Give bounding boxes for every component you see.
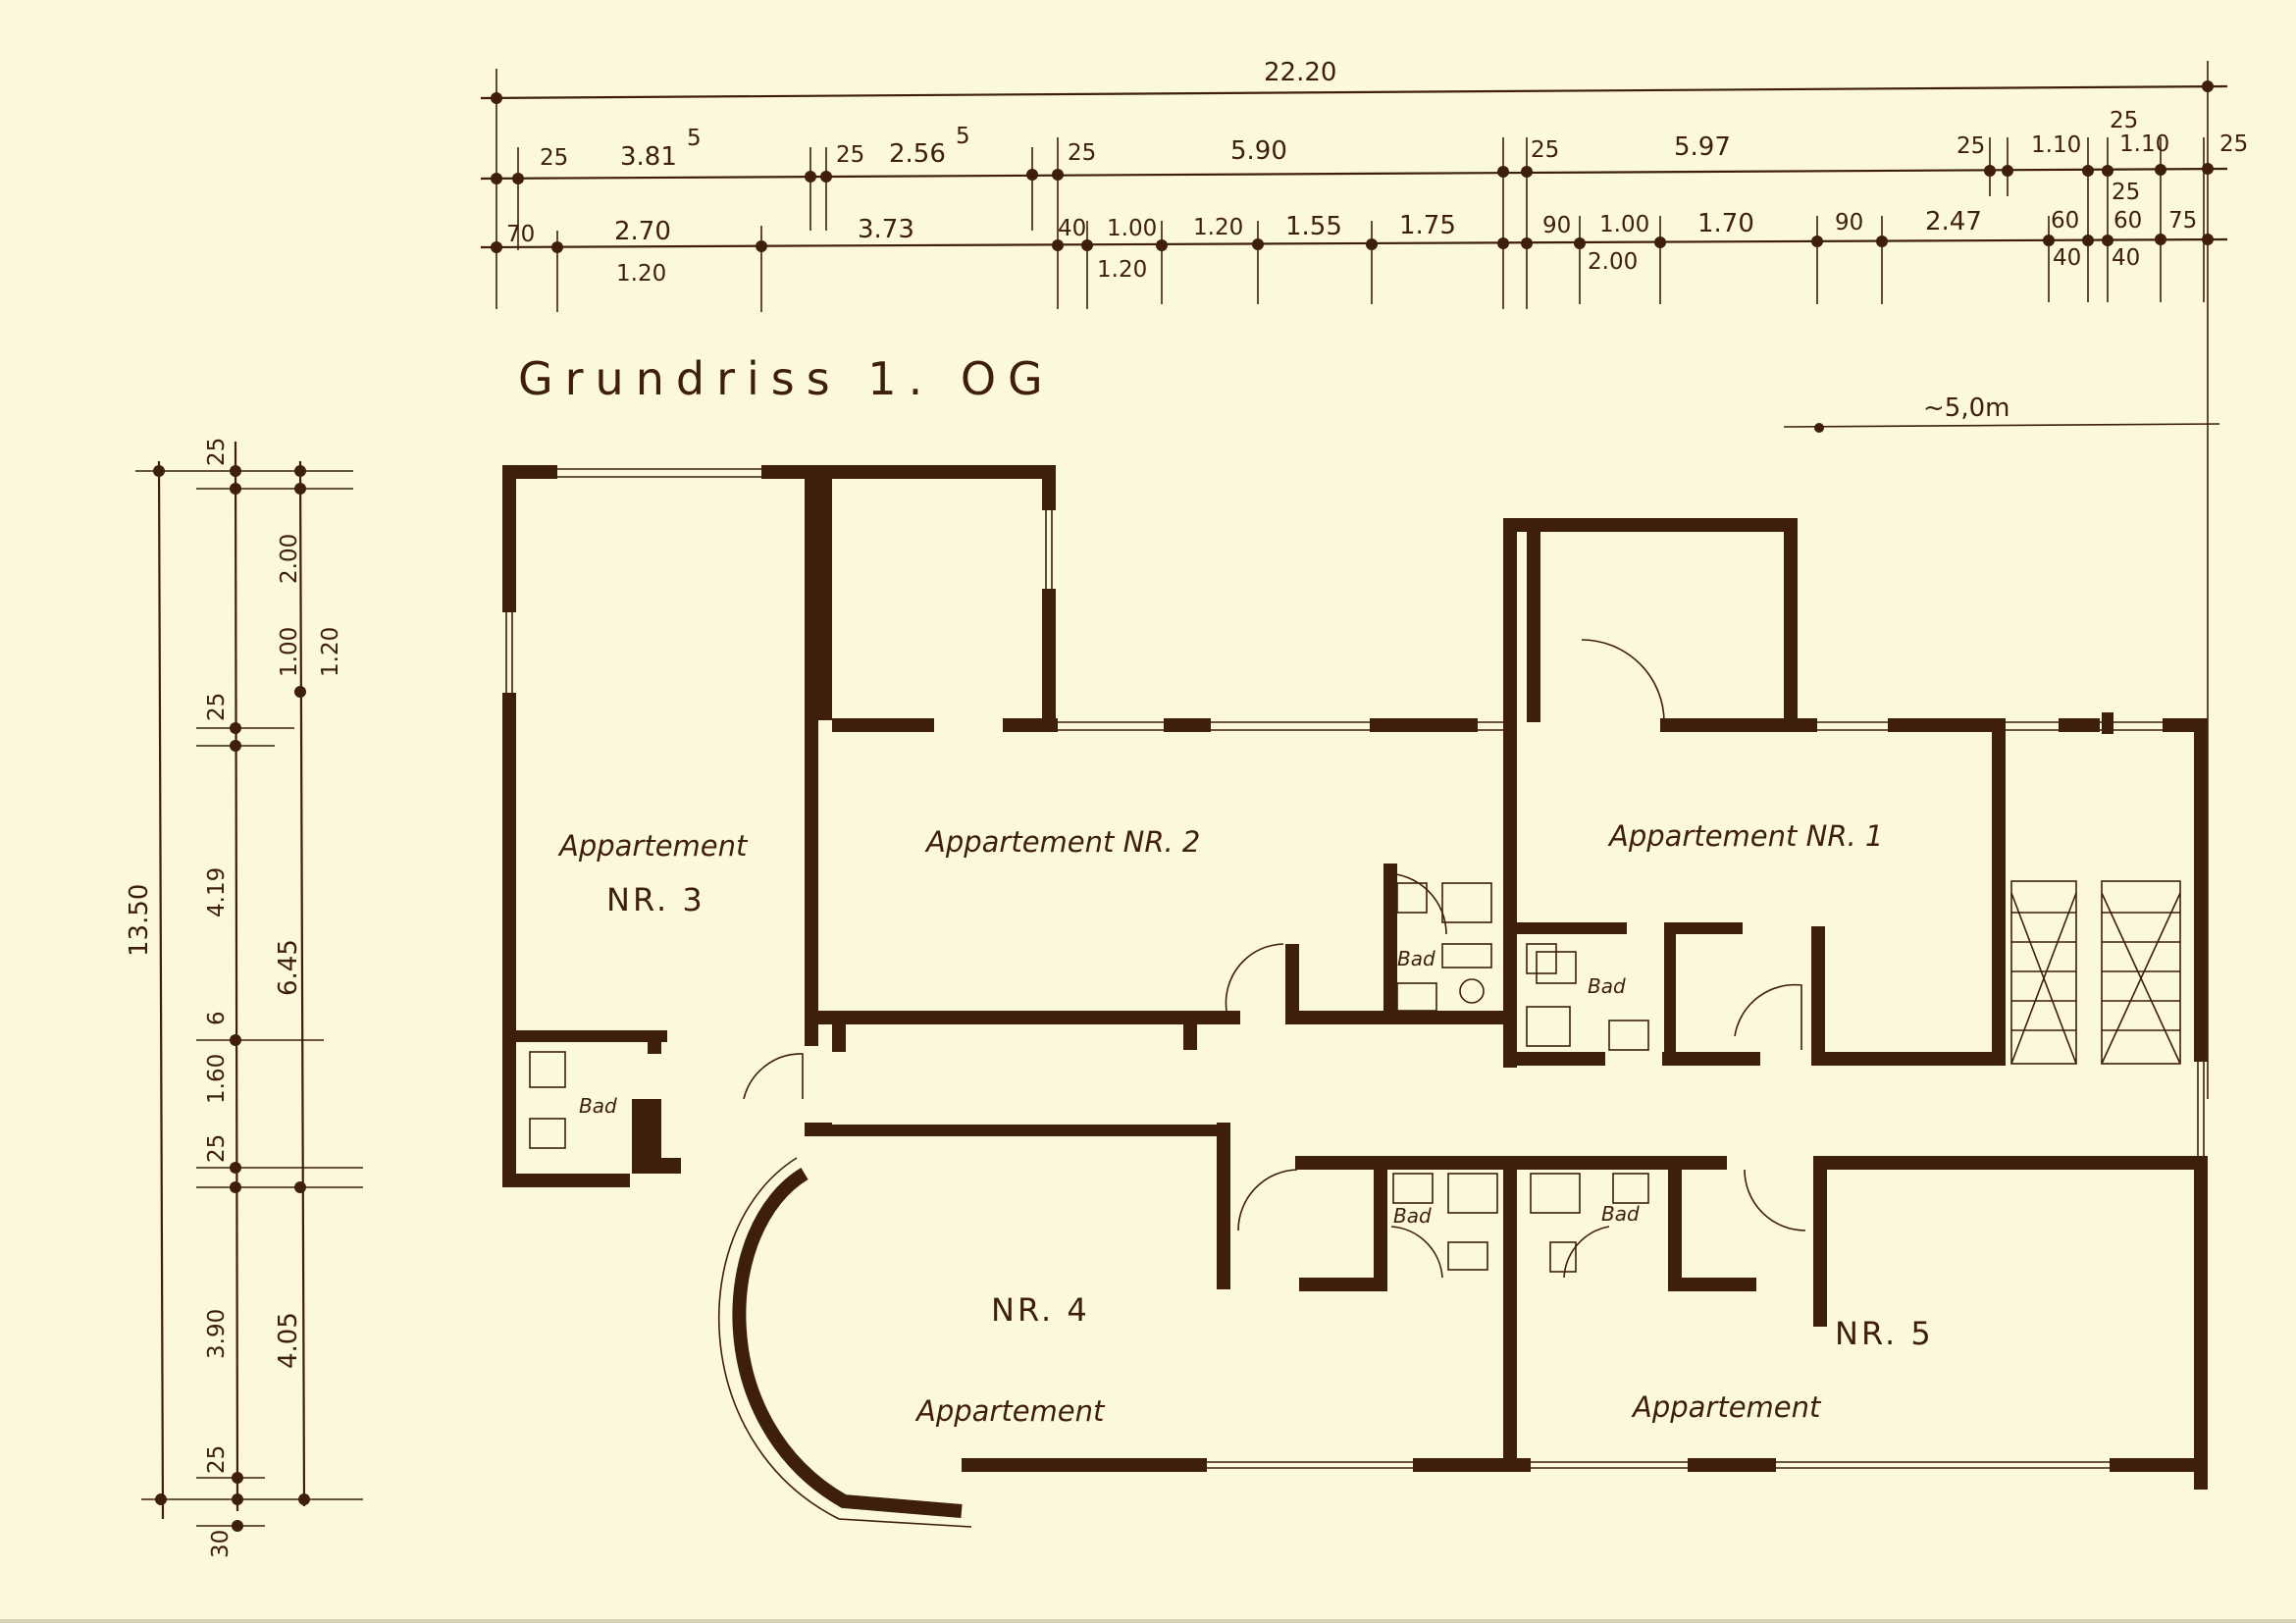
- dim-label: 1.20: [318, 627, 343, 677]
- dim-label: 1.10: [2031, 132, 2081, 158]
- dim-label: 4.05: [274, 1312, 303, 1369]
- bathroom-label: Bad: [1601, 1202, 1640, 1226]
- dim-label: 25: [204, 438, 230, 466]
- dim-label: 5: [956, 124, 970, 149]
- scale-note: ~5,0m: [1783, 393, 2220, 433]
- dim-label: 30: [208, 1530, 234, 1558]
- top-dimension-chain: 22.20 25 3.81 5 25 2.56 5 25 5.90 25 5.9…: [480, 58, 2248, 1099]
- dim-label: 25: [2110, 108, 2138, 133]
- dim-label: 25: [1957, 133, 1985, 159]
- dim-label: 3.81: [620, 142, 677, 172]
- dim-label: 1.20: [1097, 257, 1147, 283]
- left-dimension-chain: 13.50 25 25 4.19 6 1.60 25 3.90 25 30 2.…: [125, 438, 363, 1558]
- dim-total-width: 22.20: [1264, 58, 1336, 87]
- dim-label: 60: [2051, 208, 2079, 234]
- dim-label: 1.75: [1399, 211, 1456, 240]
- bathroom-label: Bad: [1393, 1204, 1432, 1228]
- walls: [502, 465, 2208, 1528]
- dim-label: 25: [204, 1445, 230, 1474]
- scale-note-label: ~5,0m: [1923, 393, 2009, 423]
- room-number-nr5: NR. 5: [1835, 1315, 1934, 1352]
- dim-label: 90: [1835, 210, 1863, 236]
- dim-label: 25: [204, 693, 230, 721]
- dim-label: 25: [204, 1134, 230, 1163]
- dim-label: 3.73: [858, 215, 914, 244]
- dim-label: 5.97: [1674, 132, 1731, 162]
- dim-label: 25: [836, 142, 864, 168]
- scan-edge: [0, 1619, 2296, 1623]
- bathroom-label: Bad: [579, 1094, 617, 1118]
- dim-label: 1.10: [2119, 131, 2169, 157]
- bathroom-label: Bad: [1588, 974, 1626, 998]
- dim-total-height: 13.50: [125, 884, 154, 957]
- dim-label: 40: [1058, 216, 1086, 241]
- dim-label: 6.45: [274, 939, 303, 996]
- dim-label: 1.60: [204, 1054, 230, 1104]
- dim-label: 1.55: [1285, 212, 1342, 241]
- dim-label: 5.90: [1230, 136, 1287, 166]
- dim-label: 25: [2219, 131, 2248, 157]
- dim-label: 2.47: [1925, 207, 1982, 236]
- dim-label: 40: [2112, 245, 2140, 271]
- dim-label: 25: [2112, 180, 2140, 205]
- dim-label: 2.70: [614, 217, 671, 246]
- dim-label: 25: [540, 145, 568, 171]
- dim-label: 40: [2053, 245, 2081, 271]
- dim-label: 2.56: [889, 139, 946, 169]
- dim-label: 90: [1542, 213, 1571, 238]
- room-number-nr3: NR. 3: [606, 881, 705, 918]
- dim-label: 5: [687, 126, 702, 151]
- dim-label: 1.00: [1107, 216, 1157, 241]
- dim-label: 1.00: [1599, 212, 1649, 237]
- dim-label: 4.19: [204, 867, 230, 917]
- dim-label: 75: [2168, 208, 2197, 234]
- dim-label: 1.70: [1697, 209, 1754, 238]
- dim-label: 3.90: [204, 1309, 230, 1359]
- bathroom-label: Bad: [1397, 947, 1435, 970]
- room-label-nr3: Appartement: [557, 829, 749, 863]
- dim-label: 25: [1068, 140, 1096, 166]
- dim-label: 1.20: [616, 261, 666, 287]
- room-label-nr4: Appartement: [914, 1394, 1106, 1428]
- drawing-title: Grundriss 1. OG: [518, 352, 1055, 405]
- dim-label: 6: [204, 1011, 230, 1025]
- room-label-nr1: Appartement NR. 1: [1607, 819, 1883, 853]
- room-number-nr4: NR. 4: [991, 1291, 1090, 1329]
- staircase: [2010, 880, 2181, 1065]
- dim-label: 2.00: [277, 534, 302, 584]
- dim-label: 2.00: [1588, 249, 1638, 275]
- dim-label: 1.00: [277, 627, 302, 677]
- dim-label: 25: [1531, 137, 1559, 163]
- dim-label: 60: [2113, 208, 2142, 234]
- dim-label: 70: [506, 222, 535, 247]
- dim-label: 1.20: [1193, 215, 1243, 240]
- room-label-nr5: Appartement: [1631, 1390, 1822, 1424]
- room-label-nr2: Appartement NR. 2: [924, 825, 1200, 859]
